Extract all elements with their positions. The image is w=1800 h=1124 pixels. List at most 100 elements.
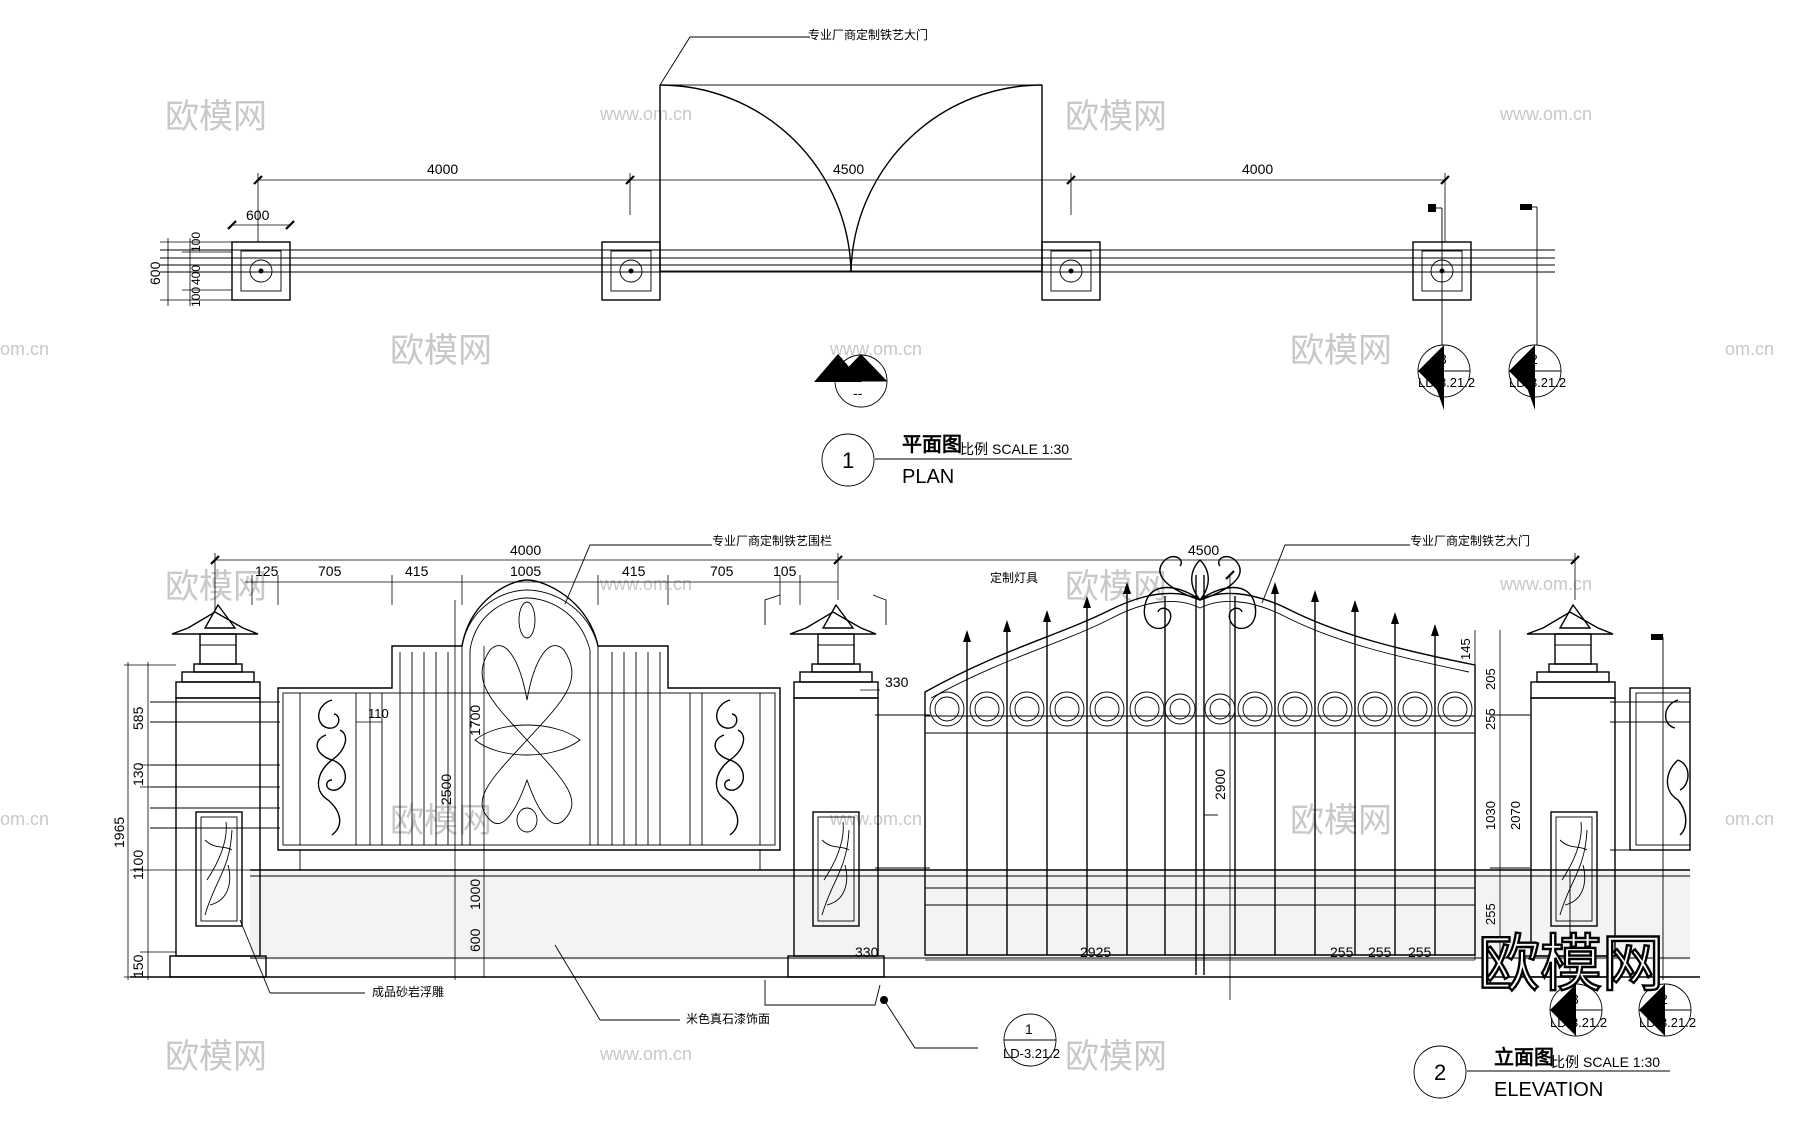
watermark-brand: 欧模网 bbox=[1065, 1038, 1167, 1076]
watermark-url: www.om.cn bbox=[829, 809, 922, 829]
elev-dim-right-5: 255 bbox=[1483, 903, 1498, 925]
plan-pillar bbox=[231, 241, 291, 301]
elev-dim-part-1: 585 bbox=[130, 706, 146, 730]
railing-scroll-left bbox=[316, 699, 347, 836]
elev-dim-bar-gap: 110 bbox=[368, 706, 389, 721]
watermark-brand: 欧模网 bbox=[1290, 332, 1392, 370]
plan-dim-center-span: 4500 bbox=[833, 161, 864, 177]
elevation-dim-inner: 2500 1700 1000 600 110 330 330 bbox=[356, 600, 909, 980]
plan-section-marker: 2 -- bbox=[814, 354, 888, 408]
watermark-brand: 欧模网 bbox=[390, 332, 492, 370]
elev-dim-part-4: 150 bbox=[130, 954, 146, 978]
plan-gate-callout: 专业厂商定制铁艺大门 bbox=[659, 27, 928, 86]
elev-dim-part-2: 130 bbox=[130, 762, 146, 786]
plan-detail-sheet-1: LD-3.21.2 bbox=[1418, 375, 1475, 390]
elev-title-zh: 立面图 bbox=[1494, 1045, 1554, 1069]
callout-paint: 米色真石漆饰面 bbox=[686, 1012, 770, 1026]
watermark-url: www.om.cn bbox=[599, 1044, 692, 1064]
elev-detail-sheet-2: LD-3.21.2 bbox=[1550, 1015, 1607, 1030]
callout-lamp: 定制灯具 bbox=[990, 570, 1038, 585]
watermark-url: om.cn bbox=[0, 339, 49, 359]
elev-scale-zh: 比例 bbox=[1551, 1054, 1579, 1070]
elev-scale: SCALE 1:30 bbox=[1583, 1054, 1660, 1070]
elev-seg-6: 705 bbox=[710, 563, 734, 579]
elev-dim-part-3: 1100 bbox=[130, 850, 146, 880]
elev-dim-gate-height: 2900 bbox=[1212, 769, 1228, 800]
elevation-rail-lines bbox=[150, 701, 1690, 869]
brand-logo-stamp: 欧模网 bbox=[1477, 929, 1665, 1000]
plan-dim-left: 600 100 400 100 bbox=[147, 232, 232, 307]
elev-detail-number-1: 1 bbox=[1025, 1021, 1033, 1037]
elevation-detail-ref: 2 LD-3.21.2 bbox=[1638, 634, 1696, 1037]
plan-section-sheet: -- bbox=[853, 385, 863, 401]
plan-dim-top: 4000 4500 4000 600 bbox=[227, 161, 1450, 242]
elev-detail-number-2: 3 bbox=[1571, 991, 1579, 1007]
elev-dim-leaf-width: 2925 bbox=[1080, 944, 1111, 960]
elev-title-number: 2 bbox=[1434, 1060, 1446, 1085]
plan-title-block: 1 平面图 比例 SCALE 1:30 PLAN bbox=[821, 433, 1072, 488]
plan-scale: SCALE 1:30 bbox=[992, 441, 1069, 457]
elev-detail-sheet-3: LD-3.21.2 bbox=[1639, 1015, 1696, 1030]
elev-dim-bar-spacing-3: 255 bbox=[1408, 944, 1432, 960]
elev-dim-right-3: 255 bbox=[1483, 708, 1498, 730]
watermark-url: www.om.cn bbox=[599, 104, 692, 124]
brand-logo-text: 欧模网 bbox=[1478, 930, 1664, 999]
watermark-url: www.om.cn bbox=[1499, 574, 1592, 594]
elev-seg-5: 415 bbox=[622, 563, 646, 579]
railing-bars bbox=[299, 652, 761, 845]
watermark-url: om.cn bbox=[1725, 809, 1774, 829]
elev-dim-total-height: 1965 bbox=[111, 817, 127, 848]
elevation-plinth bbox=[130, 869, 1700, 978]
plan-dim-right-span: 4000 bbox=[1242, 161, 1273, 177]
plan-detail-sheet-2: LD-3.21.2 bbox=[1509, 375, 1566, 390]
elevation-dim-left: 1965 585 130 1100 150 bbox=[111, 662, 176, 980]
elev-dim-base-height: 1000 bbox=[467, 879, 483, 910]
elev-seg-3: 415 bbox=[405, 563, 429, 579]
elev-dim-right-1: 145 bbox=[1458, 638, 1473, 660]
plan-pillar bbox=[601, 241, 661, 301]
plan-scale-zh: 比例 bbox=[960, 441, 988, 457]
callout-gate: 专业厂商定制铁艺大门 bbox=[1410, 533, 1530, 548]
plan-section-number: 2 bbox=[856, 363, 864, 379]
plan-wall-rails bbox=[160, 249, 1555, 273]
watermark-url: om.cn bbox=[1725, 339, 1774, 359]
plan-callout-text: 专业厂商定制铁艺大门 bbox=[808, 27, 928, 42]
elevation-section-cut: 1 LD-3.21.2 bbox=[764, 980, 1060, 1067]
elev-dim-bar-spacing-2: 255 bbox=[1368, 944, 1392, 960]
elev-seg-7: 105 bbox=[773, 563, 797, 579]
plan-dim-pillar-width: 600 bbox=[246, 207, 270, 223]
watermark-url: www.om.cn bbox=[829, 339, 922, 359]
plan-detail-number-2: 2 bbox=[1530, 351, 1538, 367]
elev-seg-2: 705 bbox=[318, 563, 342, 579]
elev-dim-plinth-height: 600 bbox=[467, 928, 483, 952]
plan-dim-stack-3: 100 bbox=[189, 287, 203, 307]
elev-dim-arch-height: 1700 bbox=[467, 705, 483, 736]
plan-gate-swing bbox=[659, 84, 1043, 273]
plan-dim-left-span: 4000 bbox=[427, 161, 458, 177]
elevation-pillar-middle bbox=[787, 603, 885, 978]
elevation-gate bbox=[924, 556, 1476, 975]
elev-dim-right-total: 2070 bbox=[1508, 801, 1523, 830]
elev-title-en: ELEVATION bbox=[1494, 1079, 1603, 1101]
railing-arch-ornament bbox=[474, 601, 581, 833]
watermark-brand: 欧模网 bbox=[1065, 98, 1167, 136]
elevation-dim-top: 4000 4500 125 705 415 1005 415 705 105 bbox=[210, 542, 1580, 610]
plan-detail-ref: 3 LD-3.21.2 bbox=[1417, 204, 1475, 410]
elev-seg-4: 1005 bbox=[510, 563, 541, 579]
plan-title-en: PLAN bbox=[902, 466, 954, 488]
watermark-brand: 欧模网 bbox=[390, 802, 492, 840]
elev-dim-cap-offset: 330 bbox=[885, 674, 909, 690]
elevation-callouts: 专业厂商定制铁艺围栏 专业厂商定制铁艺大门 定制灯具 成品砂岩浮雕 米色真石漆饰… bbox=[239, 533, 1530, 1026]
plan-dim-pillar-depth: 600 bbox=[147, 261, 163, 285]
plan-view: 专业厂商定制铁艺大门 4000 4500 4000 600 bbox=[147, 27, 1566, 488]
watermark-brand: 欧模网 bbox=[1290, 802, 1392, 840]
watermark-brand: 欧模网 bbox=[165, 1038, 267, 1076]
elev-dim-left-span: 4000 bbox=[510, 542, 541, 558]
plan-pillar bbox=[1041, 241, 1101, 301]
elev-dim-gate-span: 4500 bbox=[1188, 542, 1219, 558]
watermark-url: www.om.cn bbox=[599, 574, 692, 594]
elev-detail-number-3: 2 bbox=[1660, 991, 1668, 1007]
elev-detail-sheet-1: LD-3.21.2 bbox=[1003, 1046, 1060, 1061]
elev-seg-1: 125 bbox=[255, 563, 279, 579]
